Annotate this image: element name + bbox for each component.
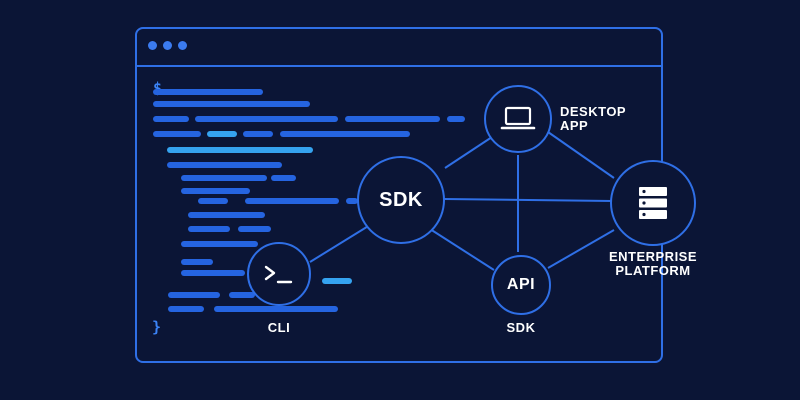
- code-line-highlight: [207, 131, 237, 137]
- sdk-node[interactable]: SDK: [357, 156, 445, 244]
- api-node-label: API: [506, 276, 536, 293]
- code-line: [167, 162, 282, 168]
- window-titlebar: [137, 29, 661, 67]
- enterprise-platform-caption-line1: ENTERPRISE: [608, 249, 698, 264]
- code-line: [245, 198, 339, 204]
- api-node[interactable]: API: [491, 255, 551, 315]
- code-line: [188, 226, 230, 232]
- terminal-prompt-icon: [264, 265, 293, 284]
- window-dot-icon: [178, 41, 187, 50]
- code-line: [181, 270, 245, 276]
- sdk-node-label: SDK: [379, 188, 423, 211]
- code-line: [214, 306, 338, 312]
- code-line: [238, 226, 271, 232]
- enterprise-platform-caption: ENTERPRISE PLATFORM: [608, 250, 698, 278]
- code-line: [188, 212, 265, 218]
- code-line: [195, 116, 338, 122]
- code-line: [168, 306, 204, 312]
- connector-cli-sdk: [309, 224, 371, 263]
- code-line: [198, 198, 228, 204]
- desktop-app-node[interactable]: [484, 85, 552, 153]
- code-line-highlight: [322, 278, 352, 284]
- code-line: [345, 116, 440, 122]
- connector-sdk-enterprise: [443, 198, 613, 202]
- enterprise-platform-caption-line2: PLATFORM: [615, 263, 691, 278]
- shell-prompt: $: [153, 79, 163, 97]
- connector-sdk-api: [429, 228, 495, 271]
- code-line: [346, 198, 358, 204]
- code-line: [153, 116, 189, 122]
- desktop-app-caption-line1: DESKTOP: [560, 104, 627, 119]
- connector-sdk-desktop: [444, 136, 493, 169]
- code-line: [181, 241, 258, 247]
- code-line: [153, 101, 310, 107]
- cli-node[interactable]: [247, 242, 311, 306]
- code-line: [280, 131, 410, 137]
- desktop-app-caption-line2: APP: [560, 118, 589, 133]
- code-line: [153, 131, 201, 137]
- code-line: [181, 175, 267, 181]
- code-line: [181, 259, 213, 265]
- code-line: [271, 175, 296, 181]
- window-dot-icon: [163, 41, 172, 50]
- closing-brace: }: [152, 318, 162, 336]
- code-line: [168, 292, 220, 298]
- code-line: [181, 188, 250, 194]
- connector-api-enterprise: [547, 229, 615, 269]
- laptop-icon: [500, 106, 536, 130]
- desktop-app-caption: DESKTOP APP: [560, 105, 626, 133]
- connector-desktop-enterprise: [547, 131, 615, 179]
- code-line-highlight: [167, 147, 313, 153]
- window-dot-icon: [148, 41, 157, 50]
- code-line: [243, 131, 273, 137]
- api-caption: SDK: [506, 320, 536, 335]
- cli-caption: CLI: [267, 320, 291, 335]
- code-line: [229, 292, 255, 298]
- enterprise-platform-node[interactable]: [610, 160, 696, 246]
- code-line: [447, 116, 465, 122]
- code-line: [153, 89, 263, 95]
- server-stack-icon: [639, 187, 667, 219]
